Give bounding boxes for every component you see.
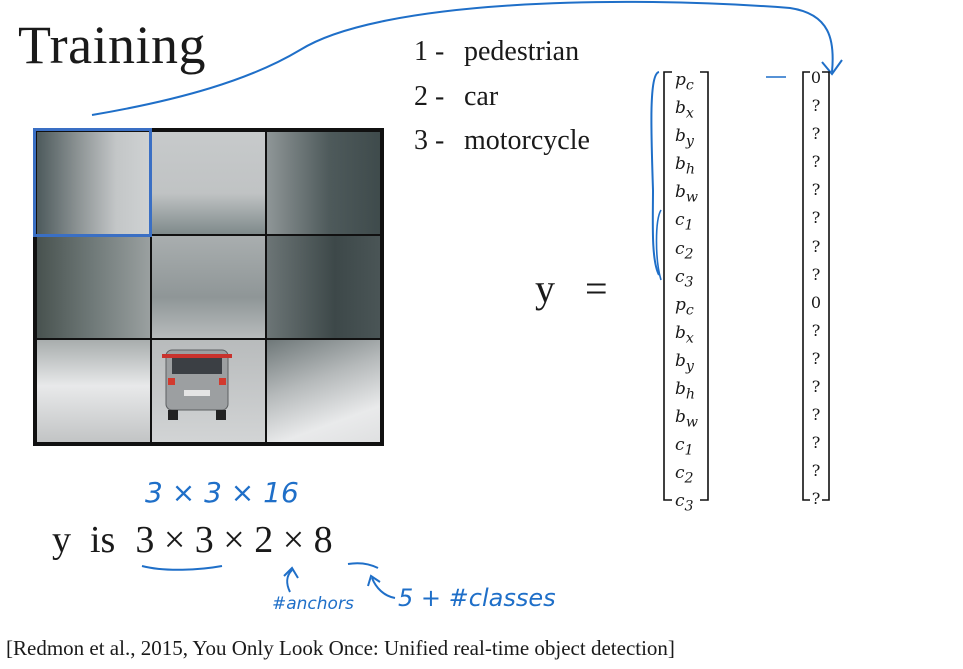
- vector-entry: bh: [675, 154, 696, 178]
- vector-entry: c3: [675, 266, 694, 291]
- class-label: pedestrian: [464, 36, 580, 67]
- highlighted-grid-cell: [33, 128, 152, 237]
- grid-cell-3-2: [151, 339, 266, 443]
- vector-value: ?: [811, 348, 821, 368]
- annotation-anchors: #anchors: [272, 594, 354, 614]
- grid-cell-3-3: [266, 339, 381, 443]
- class-label: motorcycle: [464, 125, 590, 156]
- vector-entry: pc: [675, 70, 694, 94]
- vector-entry: pc: [675, 294, 694, 319]
- vector-value: ?: [811, 433, 821, 453]
- vector-value: ?: [811, 124, 821, 144]
- vector-value: ?: [811, 264, 821, 284]
- class-item-3: 3 - motorcycle: [414, 125, 590, 157]
- grid-cell-2-1: [36, 235, 151, 339]
- vector-entry: by: [675, 350, 694, 375]
- grid-cell-3-1: [36, 339, 151, 443]
- vector-value: ?: [811, 377, 821, 397]
- equals-sign: =: [585, 266, 608, 311]
- grid-cell-2-2: [151, 235, 266, 339]
- shape-dims: 3 × 3 × 2 × 8: [135, 519, 333, 561]
- y-symbol: y: [535, 266, 555, 311]
- vector-entry: c2: [675, 238, 694, 262]
- class-item-2: 2 - car: [414, 81, 498, 113]
- vector-value: ?: [811, 320, 821, 340]
- car-icon: [162, 349, 232, 420]
- vector-value: ?: [811, 208, 821, 228]
- vector-value: 0: [810, 292, 822, 312]
- grid-cell-1-2: [151, 131, 266, 235]
- vector-entry: c1: [675, 435, 694, 459]
- annotation-classes: 5 + #classes: [398, 584, 556, 612]
- anchor-brace-marks: [650, 71, 662, 281]
- slide-title: Training: [18, 15, 207, 75]
- vector-value: ?: [811, 236, 821, 256]
- grid-cell-2-3: [266, 235, 381, 339]
- class-label: car: [464, 81, 499, 112]
- label-vector: pc bx by bh bw c1 c2 c3 pc bx by bh bw c…: [675, 66, 698, 516]
- grid-cell-1-1: [36, 131, 151, 235]
- class-number: 1 -: [414, 36, 445, 67]
- annotation-grid-size: 3 × 3 × 16: [145, 476, 299, 509]
- vector-value: ?: [811, 461, 821, 481]
- vector-entry: by: [675, 126, 694, 150]
- class-number: 3 -: [414, 125, 445, 156]
- vector-entry: bw: [675, 407, 699, 431]
- vector-entry: c2: [675, 463, 694, 487]
- vector-value: ?: [811, 489, 821, 509]
- label-vector-brackets: [663, 71, 709, 501]
- vector-value: ?: [811, 96, 821, 116]
- image-grid: [33, 128, 384, 446]
- vector-value: 0: [810, 68, 822, 87]
- vector-value: ?: [811, 180, 821, 200]
- vector-entry: c1: [675, 210, 694, 234]
- shape-prefix: y is: [52, 519, 116, 561]
- vector-entry: c3: [675, 491, 694, 515]
- vector-entry: bx: [675, 98, 694, 122]
- output-shape: y is 3 × 3 × 2 × 8: [52, 518, 333, 562]
- citation: [Redmon et al., 2015, You Only Look Once…: [6, 636, 675, 660]
- value-vector: 0 ? ? ? ? ? ? ? 0 ? ? ? ? ? ? ?: [806, 64, 826, 514]
- vector-entry: bw: [675, 182, 699, 206]
- vector-entry: bx: [675, 322, 694, 347]
- y-equation: y=: [535, 265, 608, 312]
- vector-value: ?: [811, 152, 821, 172]
- grid-cell-1-3: [266, 131, 381, 235]
- value-vector-brackets: [802, 71, 830, 501]
- class-item-1: 1 - pedestrian: [414, 36, 579, 68]
- vector-entry: bh: [675, 379, 696, 403]
- class-number: 2 -: [414, 81, 445, 112]
- vector-value: ?: [811, 405, 821, 425]
